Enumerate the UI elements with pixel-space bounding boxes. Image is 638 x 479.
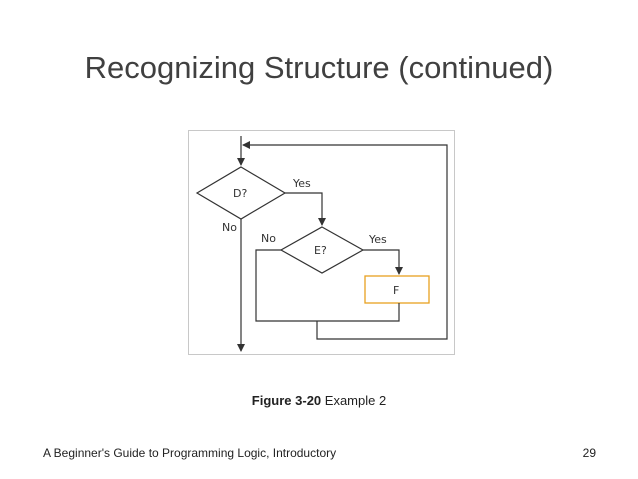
slide-title: Recognizing Structure (continued) [84,50,554,85]
page-number: 29 [582,446,596,460]
e-no-line [255,249,317,322]
loop-back-line [242,141,448,340]
e-yes-line [363,249,403,275]
decision-e-label: E? [314,244,327,257]
process-f-label: F [393,284,399,297]
d-yes-line [285,192,326,226]
footer-book-title: A Beginner's Guide to Programming Logic,… [43,446,337,460]
decision-d-label: D? [233,187,247,200]
f-out-line [317,303,400,322]
d-no-label: No [222,221,237,234]
figure-caption: Figure 3-20 Example 2 [0,393,638,408]
e-yes-label: Yes [368,233,387,246]
d-yes-label: Yes [292,177,311,190]
process-f-box [364,275,430,304]
flowchart-diagram: D? Yes No E? Yes No F [195,136,448,352]
figure-caption-text: Example 2 [321,393,387,408]
figure-number: Figure 3-20 [251,393,322,408]
e-no-label: No [261,232,276,245]
flowchart-figure: D? Yes No E? Yes No F [188,130,455,355]
decision-e-diamond [279,226,365,274]
